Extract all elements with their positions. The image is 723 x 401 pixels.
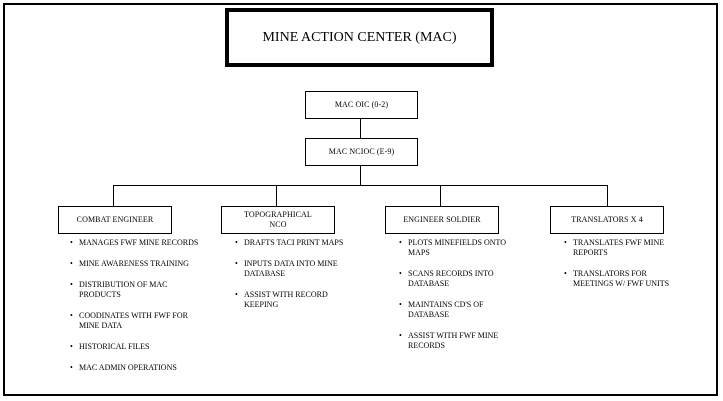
engineer-soldier-duties: PLOTS MINEFIELDS ONTO MAPS SCANS RECORDS… — [399, 238, 509, 351]
list-item: COODINATES WITH FWF FOR MINE DATA — [70, 311, 205, 331]
list-item: DISTRIBUTION OF MAC PRODUCTS — [70, 280, 205, 300]
list-item: ASSIST WITH FWF MINE RECORDS — [399, 331, 509, 351]
node-topographical-nco: TOPOGRAPHICAL NCO — [221, 206, 335, 234]
connector-drop-topographical-nco — [276, 185, 277, 206]
org-chart-title: MINE ACTION CENTER (MAC) — [225, 8, 494, 67]
list-item: SCANS RECORDS INTO DATABASE — [399, 269, 509, 289]
list-item: HISTORICAL FILES — [70, 342, 205, 352]
connector-horizontal-bus — [113, 185, 608, 186]
connector-drop-engineer-soldier — [440, 185, 441, 206]
node-engineer-soldier: ENGINEER SOLDIER — [385, 206, 499, 234]
list-item: DRAFTS TACI PRINT MAPS — [235, 238, 345, 248]
connector-drop-combat-engineer — [113, 185, 114, 206]
list-item: INPUTS DATA INTO MINE DATABASE — [235, 259, 345, 279]
translators-duties: TRANSLATES FWF MINE REPORTS TRANSLATORS … — [564, 238, 674, 289]
node-combat-engineer: COMBAT ENGINEER — [58, 206, 172, 234]
list-item: MAC ADMIN OPERATIONS — [70, 363, 205, 373]
connector-oic-to-ncoic — [360, 118, 361, 138]
list-item: MINE AWARENESS TRAINING — [70, 259, 205, 269]
connector-drop-translators — [607, 185, 608, 206]
list-item: PLOTS MINEFIELDS ONTO MAPS — [399, 238, 509, 258]
list-item: TRANSLATORS FOR MEETINGS W/ FWF UNITS — [564, 269, 674, 289]
list-item: MANAGES FWF MINE RECORDS — [70, 238, 205, 248]
node-translators: TRANSLATORS X 4 — [550, 206, 664, 234]
node-mac-oic: MAC OIC (0-2) — [305, 91, 418, 119]
connector-ncoic-to-bus — [360, 165, 361, 185]
diagram-frame — [3, 3, 718, 396]
topographical-nco-duties: DRAFTS TACI PRINT MAPS INPUTS DATA INTO … — [235, 238, 345, 310]
list-item: TRANSLATES FWF MINE REPORTS — [564, 238, 674, 258]
combat-engineer-duties: MANAGES FWF MINE RECORDS MINE AWARENESS … — [70, 238, 205, 373]
list-item: ASSIST WITH RECORD KEEPING — [235, 290, 345, 310]
list-item: MAINTAINS CD'S OF DATABASE — [399, 300, 509, 320]
node-mac-ncoic: MAC NCIOC (E-9) — [305, 138, 418, 166]
